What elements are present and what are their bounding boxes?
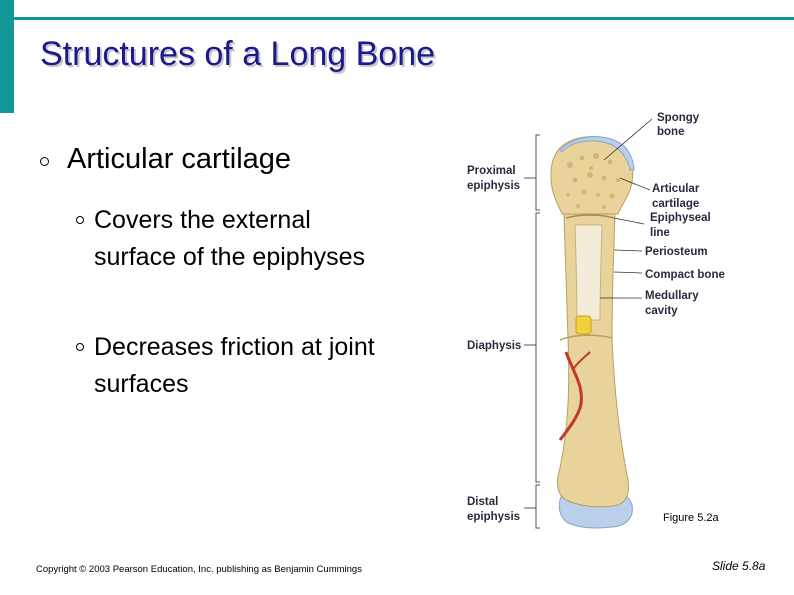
bullet-dot-icon	[76, 216, 84, 224]
copyright-notice: Copyright © 2003 Pearson Education, Inc.…	[36, 564, 362, 575]
sub-bullet-text: Covers the external surface of the epiph…	[94, 202, 396, 275]
label-proximal-epiphysis: epiphysis	[467, 180, 520, 192]
label-medullary-cavity: cavity	[645, 305, 678, 317]
sub-bullet-text: Decreases friction at joint surfaces	[94, 329, 396, 402]
yellow-marrow	[576, 316, 591, 334]
label-medullary: Medullary	[645, 290, 699, 302]
left-brackets	[524, 135, 540, 528]
slide-number: Slide 5.8a	[712, 559, 765, 573]
label-periosteum: Periosteum	[645, 246, 708, 258]
label-diaphysis: Diaphysis	[467, 340, 521, 352]
label-articular: Articular	[652, 183, 700, 195]
medullary-cavity	[575, 225, 602, 320]
label-spongy: Spongy	[657, 112, 700, 124]
figure-caption: Figure 5.2a	[663, 512, 719, 524]
label-distal: Distal	[467, 496, 498, 508]
label-proximal: Proximal	[467, 165, 516, 177]
bullet-dot-icon	[40, 157, 49, 166]
sub-bullet-decreases: Decreases friction at joint surfaces	[76, 329, 396, 402]
bullet-text: Articular cartilage	[67, 143, 291, 175]
long-bone-figure: Proximal epiphysis Diaphysis Distal epip…	[440, 100, 785, 540]
sub-bullet-covers: Covers the external surface of the epiph…	[76, 202, 396, 275]
label-compact-bone: Compact bone	[645, 269, 725, 281]
bone-illustration	[551, 137, 634, 528]
bullet-articular-cartilage: Articular cartilage	[40, 143, 291, 176]
label-epiphyseal-line: line	[650, 227, 670, 239]
bullet-dot-icon	[76, 343, 84, 351]
label-spongy-bone: bone	[657, 126, 684, 138]
slide-title: Structures of a Long Bone	[40, 35, 435, 74]
accent-bar	[0, 0, 14, 113]
label-epiphyseal: Epiphyseal	[650, 212, 711, 224]
top-rule	[14, 17, 794, 20]
label-articular-cartilage: cartilage	[652, 198, 699, 210]
label-distal-epiphysis: epiphysis	[467, 511, 520, 523]
